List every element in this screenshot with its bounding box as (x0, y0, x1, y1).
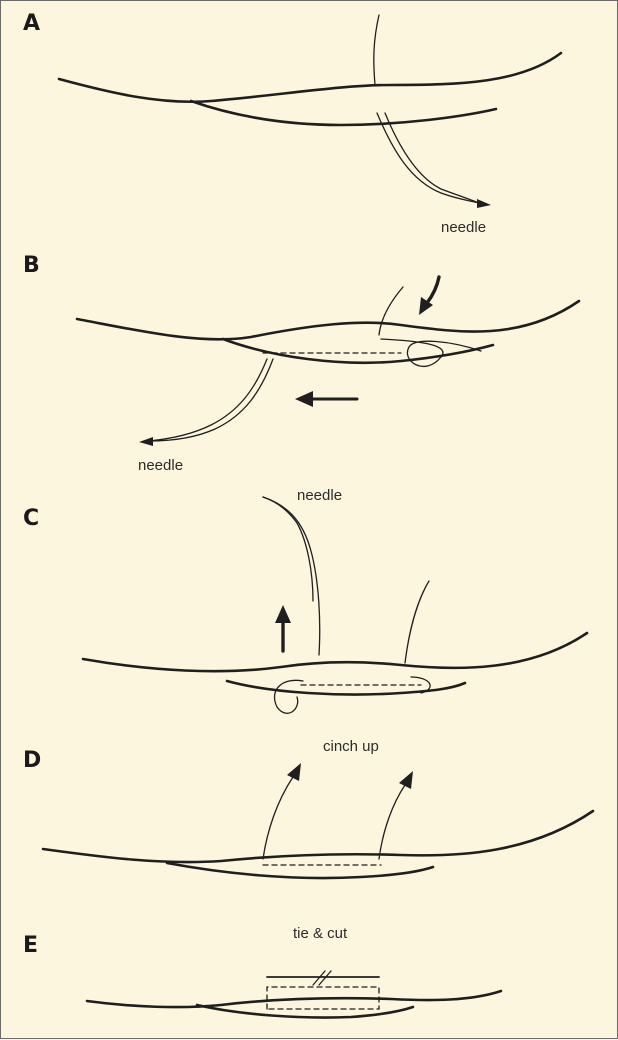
panel-e-upper-edge (87, 991, 501, 1007)
panel-c-knot-loop (275, 680, 303, 713)
panel-d-left-thread (263, 777, 293, 859)
panel-b-left-arrow-head-icon (295, 391, 313, 407)
panel-d-left-arrow-head-icon (287, 763, 301, 781)
panel-c-drawing (83, 497, 587, 713)
panel-b-lower-edge (223, 339, 493, 363)
panel-c-suture-thread (405, 581, 429, 663)
panel-a-needle-tip-icon (477, 199, 491, 208)
panel-d-right-thread (379, 785, 405, 859)
panel-d-right-arrow-head-icon (399, 771, 413, 789)
panel-c-upper-edge (83, 633, 587, 671)
panel-b-drawing (77, 277, 579, 446)
panel-e-drawing (87, 971, 501, 1018)
panel-e-lower-edge (197, 1005, 413, 1018)
panel-a-drawing (59, 15, 561, 208)
panel-b-curved-arrow (427, 277, 439, 303)
panel-a-upper-edge (59, 53, 561, 102)
panel-c-up-arrow-head-icon (275, 605, 291, 623)
panel-b-needle (149, 359, 267, 441)
panel-b-upper-edge (77, 301, 579, 339)
panel-c-needle-inner (263, 497, 313, 601)
panel-a-needle-inner (385, 113, 479, 203)
panel-e-knot (313, 971, 331, 985)
panel-a-needle (377, 113, 479, 203)
panel-a-lower-edge (191, 101, 496, 125)
panel-b-needle-tip-icon (139, 437, 153, 446)
panel-b-suture-thread (379, 287, 403, 335)
panel-a-suture-thread (374, 15, 379, 85)
panel-d-drawing (43, 763, 593, 878)
panel-b-needle-inner (149, 359, 273, 441)
panel-d-upper-edge (43, 811, 593, 862)
